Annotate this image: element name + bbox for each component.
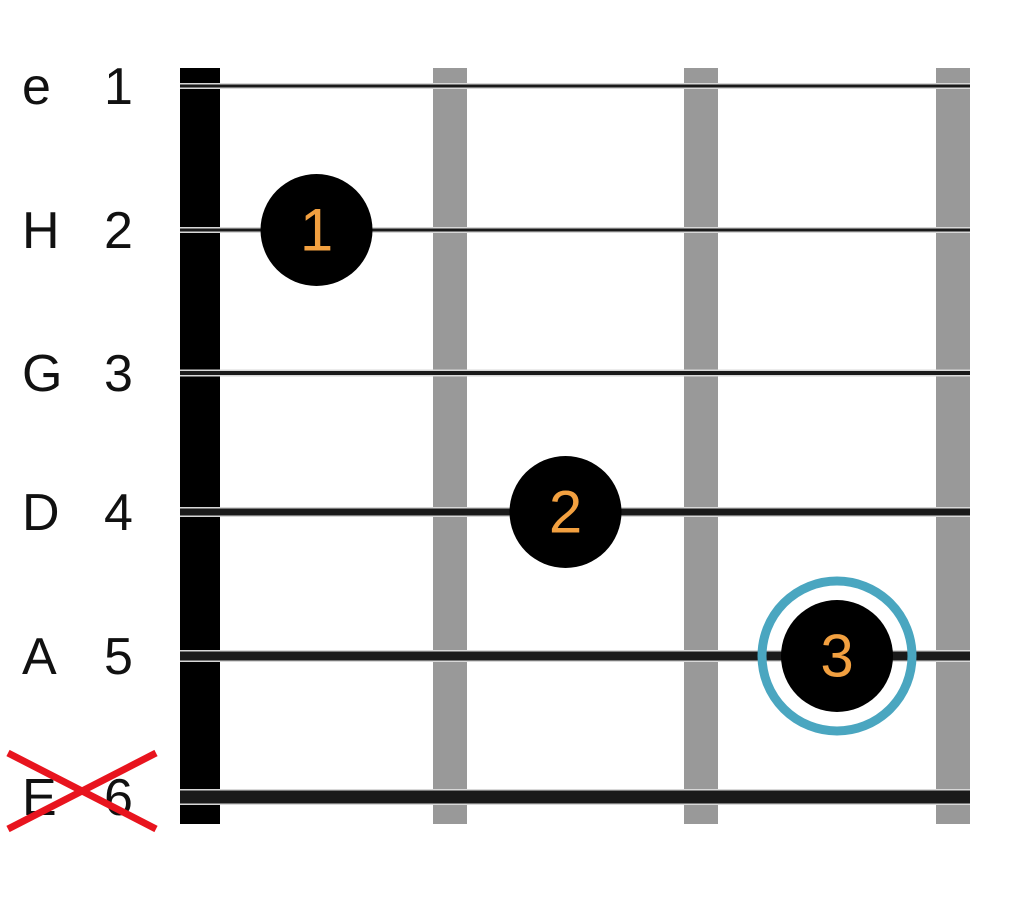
- string-name-label: G: [22, 345, 62, 403]
- string-2: [180, 228, 970, 232]
- fret-1: [433, 68, 467, 824]
- fret-3: [936, 68, 970, 824]
- root-ring-icon: [757, 576, 917, 736]
- fret-2: [684, 68, 718, 824]
- string-number-label: 4: [104, 484, 133, 542]
- fretboard-strings: [180, 83, 970, 805]
- finger-number: 3: [820, 623, 853, 690]
- finger-number: 1: [300, 197, 333, 264]
- string-6: [180, 790, 970, 804]
- finger-dot-3: [781, 600, 893, 712]
- string-name-label: D: [22, 484, 60, 542]
- fretboard-frets: [180, 68, 970, 824]
- string-name-label: e: [22, 58, 51, 116]
- nut: [180, 68, 220, 824]
- string-1: [180, 84, 970, 88]
- finger-dot-1: [260, 174, 373, 286]
- string-name-label: H: [22, 202, 60, 260]
- string-number-label: 3: [104, 345, 133, 403]
- mute-cross-icon: [6, 749, 158, 833]
- string-number-label: 1: [104, 58, 133, 116]
- string-number-label: 5: [104, 628, 133, 686]
- string-5: [180, 651, 970, 661]
- finger-positions: 1 2 3: [260, 174, 917, 736]
- string-3: [180, 371, 970, 375]
- string-number-label: 2: [104, 202, 133, 260]
- finger-number: 2: [549, 479, 582, 546]
- string-name-label: A: [22, 628, 57, 686]
- finger-dot-2: [509, 456, 622, 568]
